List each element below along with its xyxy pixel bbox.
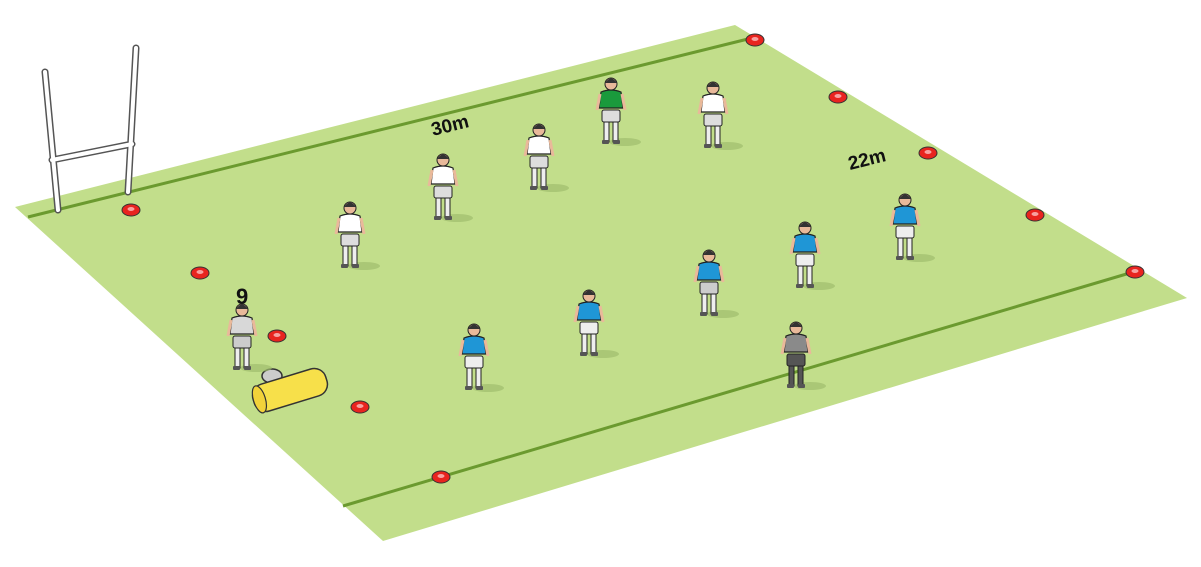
cone-icon (121, 203, 141, 217)
cone-icon (828, 90, 848, 104)
cone-icon (1125, 265, 1145, 279)
green-player (595, 77, 641, 146)
attacking-player (523, 123, 569, 192)
attacking-player (697, 81, 743, 150)
cone-icon (350, 400, 370, 414)
defending-player (789, 221, 835, 290)
pitch (15, 25, 1187, 541)
defending-player (458, 323, 504, 392)
cone-icon (1025, 208, 1045, 222)
cone-icon (190, 266, 210, 280)
22m-line (342, 268, 1141, 508)
defending-player (573, 289, 619, 358)
defending-player (693, 249, 739, 318)
defending-player (889, 193, 935, 262)
label-scrum-half-number: 9 (236, 284, 248, 309)
cone-icon (918, 146, 938, 160)
cone-icon (431, 470, 451, 484)
goal-posts-icon (41, 44, 140, 214)
cone-icon (745, 33, 765, 47)
30m-line (27, 36, 753, 219)
attacking-player (427, 153, 473, 222)
referee (780, 321, 826, 390)
attacking-player (334, 201, 380, 270)
scrum-half-player (226, 303, 272, 372)
tackle-bag-icon (251, 367, 329, 414)
cone-icon (267, 329, 287, 343)
